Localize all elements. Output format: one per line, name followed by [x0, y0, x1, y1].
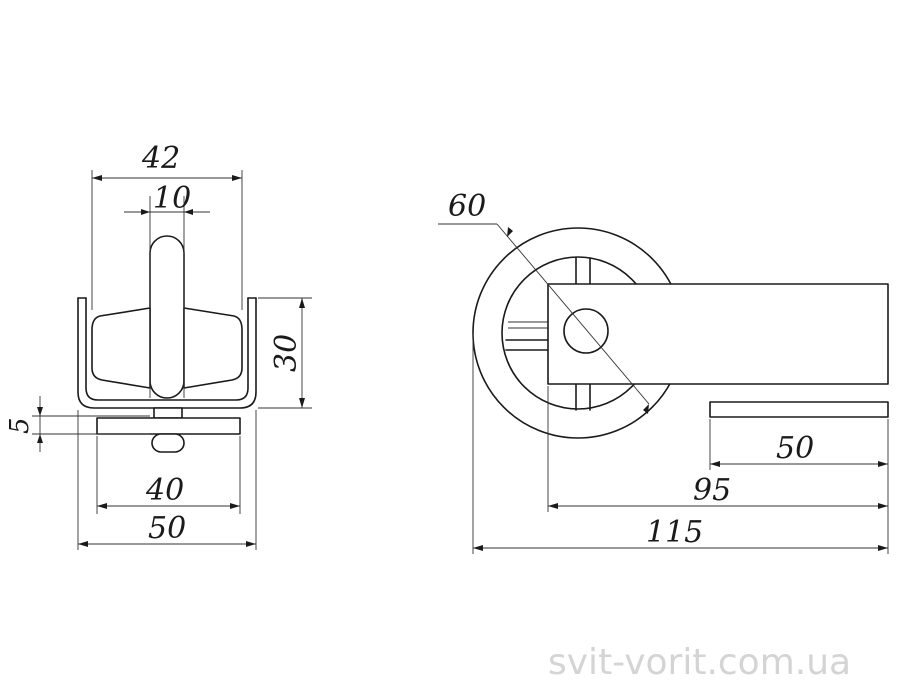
dim-60: 60: [438, 189, 650, 414]
dim-50-side-label: 50: [776, 431, 814, 466]
dim-50-side: 50: [709, 419, 889, 470]
front-bracket-inner: [85, 297, 249, 401]
dim-30-label: 30: [269, 334, 304, 372]
dim-95-label: 95: [693, 473, 731, 508]
front-hub-left: [91, 307, 151, 389]
dim-115-label: 115: [646, 515, 703, 550]
side-view: 60 50 95 115: [438, 189, 889, 554]
dim-5: 5: [5, 396, 150, 452]
dim-42-label: 42: [141, 141, 180, 176]
dim-60-label: 60: [448, 189, 486, 224]
dim-40: 40: [96, 436, 241, 514]
dim-10-label: 10: [153, 181, 191, 216]
front-wheel: [149, 235, 185, 399]
dim-30: 30: [258, 297, 312, 409]
front-stud: [151, 433, 185, 453]
dim-40-label: 40: [145, 473, 184, 508]
dim-10: 10: [124, 181, 210, 236]
watermark: svit-vorit.com.ua: [548, 642, 851, 683]
side-plate: [709, 401, 889, 418]
dim-50-front-label: 50: [148, 511, 186, 546]
front-stem: [153, 407, 183, 419]
dim-5-label: 5: [5, 417, 35, 434]
front-plate: [96, 417, 241, 435]
side-wheel-spokes: [505, 257, 591, 411]
front-view: 42 10 30 5: [5, 141, 312, 550]
front-hub-right: [183, 307, 243, 389]
dim-115: 115: [472, 333, 889, 554]
dim-50-front: 50: [77, 410, 257, 550]
dim-42: 42: [91, 141, 243, 310]
side-axle-hole: [563, 308, 609, 354]
dim-95: 95: [547, 386, 889, 512]
